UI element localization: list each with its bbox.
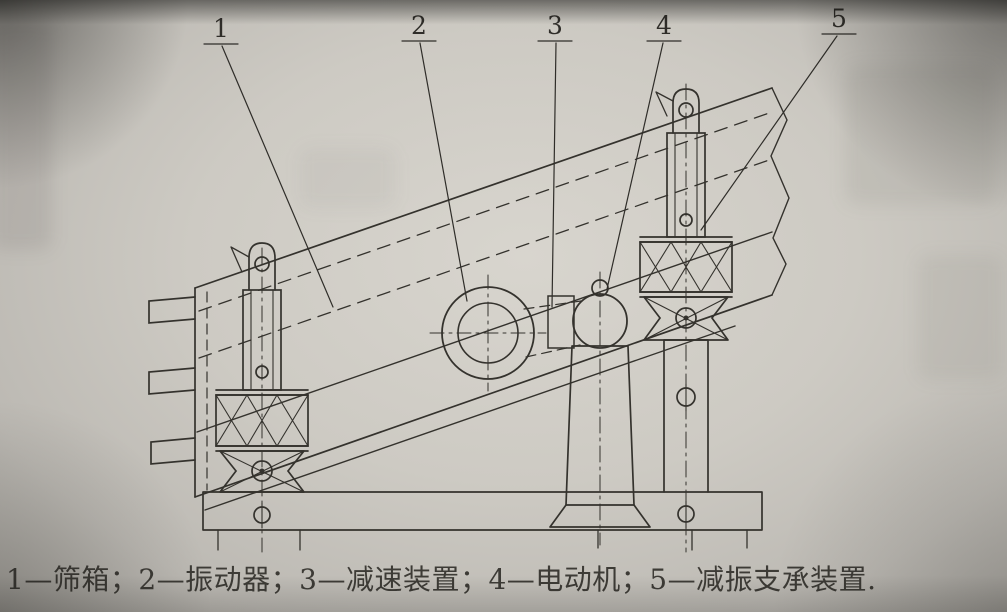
left-pin — [255, 365, 269, 379]
leader-line-1 — [203, 43, 334, 308]
left-lug-hole — [254, 256, 270, 272]
callout-number-4: 4 — [656, 11, 672, 40]
reduction-gear-housing — [547, 295, 575, 349]
leader-line-5 — [700, 33, 857, 231]
left-hanger-lug — [248, 242, 276, 291]
left-spring-lattice — [215, 394, 309, 447]
print-bleedthrough-smudge — [918, 255, 1003, 380]
screen-deck-solid — [196, 231, 773, 433]
right-spring-lattice — [639, 241, 733, 293]
leader-line-2 — [401, 40, 468, 302]
screen-box — [148, 87, 790, 511]
right-column-inner-lines — [674, 132, 698, 238]
screen-deck-dashed-2 — [198, 158, 773, 359]
right-rubber-mount — [643, 296, 729, 341]
callout-number-5: 5 — [831, 4, 847, 33]
motor — [549, 271, 651, 546]
left-lug-gusset — [230, 246, 250, 273]
screen-box-bottom-edge — [194, 294, 773, 498]
right-pedestal — [663, 339, 709, 493]
motor-pedestal — [565, 345, 635, 506]
right-support-assembly — [639, 83, 733, 553]
left-mount-hub-dot — [259, 468, 265, 474]
drive-belt-dashed — [523, 300, 582, 358]
print-bleedthrough-smudge — [300, 148, 395, 208]
print-bleedthrough-smudge — [0, 20, 52, 250]
right-hanger-lug — [672, 88, 700, 134]
left-column-inner-lines — [250, 289, 274, 391]
motor-terminal-circle — [591, 279, 609, 297]
right-mount-hub — [675, 307, 697, 329]
callouts: 1 2 3 4 5 — [203, 4, 857, 308]
screen-box-break-edge — [770, 87, 790, 296]
motor-base-flange — [549, 504, 651, 528]
feed-finger-bottom — [150, 437, 196, 465]
callout-number-1: 1 — [213, 14, 229, 43]
motor-body-circle — [572, 293, 628, 349]
base-outline — [202, 491, 763, 531]
screen-deck-dashed-1 — [198, 111, 773, 312]
print-bleedthrough-smudge — [845, 65, 995, 205]
right-pin — [679, 213, 693, 227]
reduction-gear — [547, 295, 575, 349]
leader-line-4 — [606, 40, 682, 290]
feed-finger-middle — [148, 367, 196, 395]
vibrator-crosshair — [429, 274, 547, 392]
screen-box-top-edge — [194, 87, 773, 289]
ground-ticks — [217, 529, 748, 551]
left-mount-hub — [251, 460, 273, 482]
right-mount-hub-dot — [683, 315, 689, 321]
left-rubber-mount — [219, 450, 305, 493]
vibrator — [429, 274, 582, 392]
callout-number-3: 3 — [547, 11, 563, 40]
callout-number-2: 2 — [411, 11, 427, 40]
feed-finger-top — [148, 296, 196, 324]
base-frame — [202, 491, 763, 551]
leader-line-3 — [537, 40, 573, 308]
figure-caption: 1—筛箱；2—振动器；3—减速装置；4—电动机；5—减振支承装置. — [6, 563, 877, 596]
right-lug-hole — [678, 102, 694, 118]
left-support-assembly — [215, 242, 309, 553]
right-lug-gusset — [655, 91, 674, 117]
